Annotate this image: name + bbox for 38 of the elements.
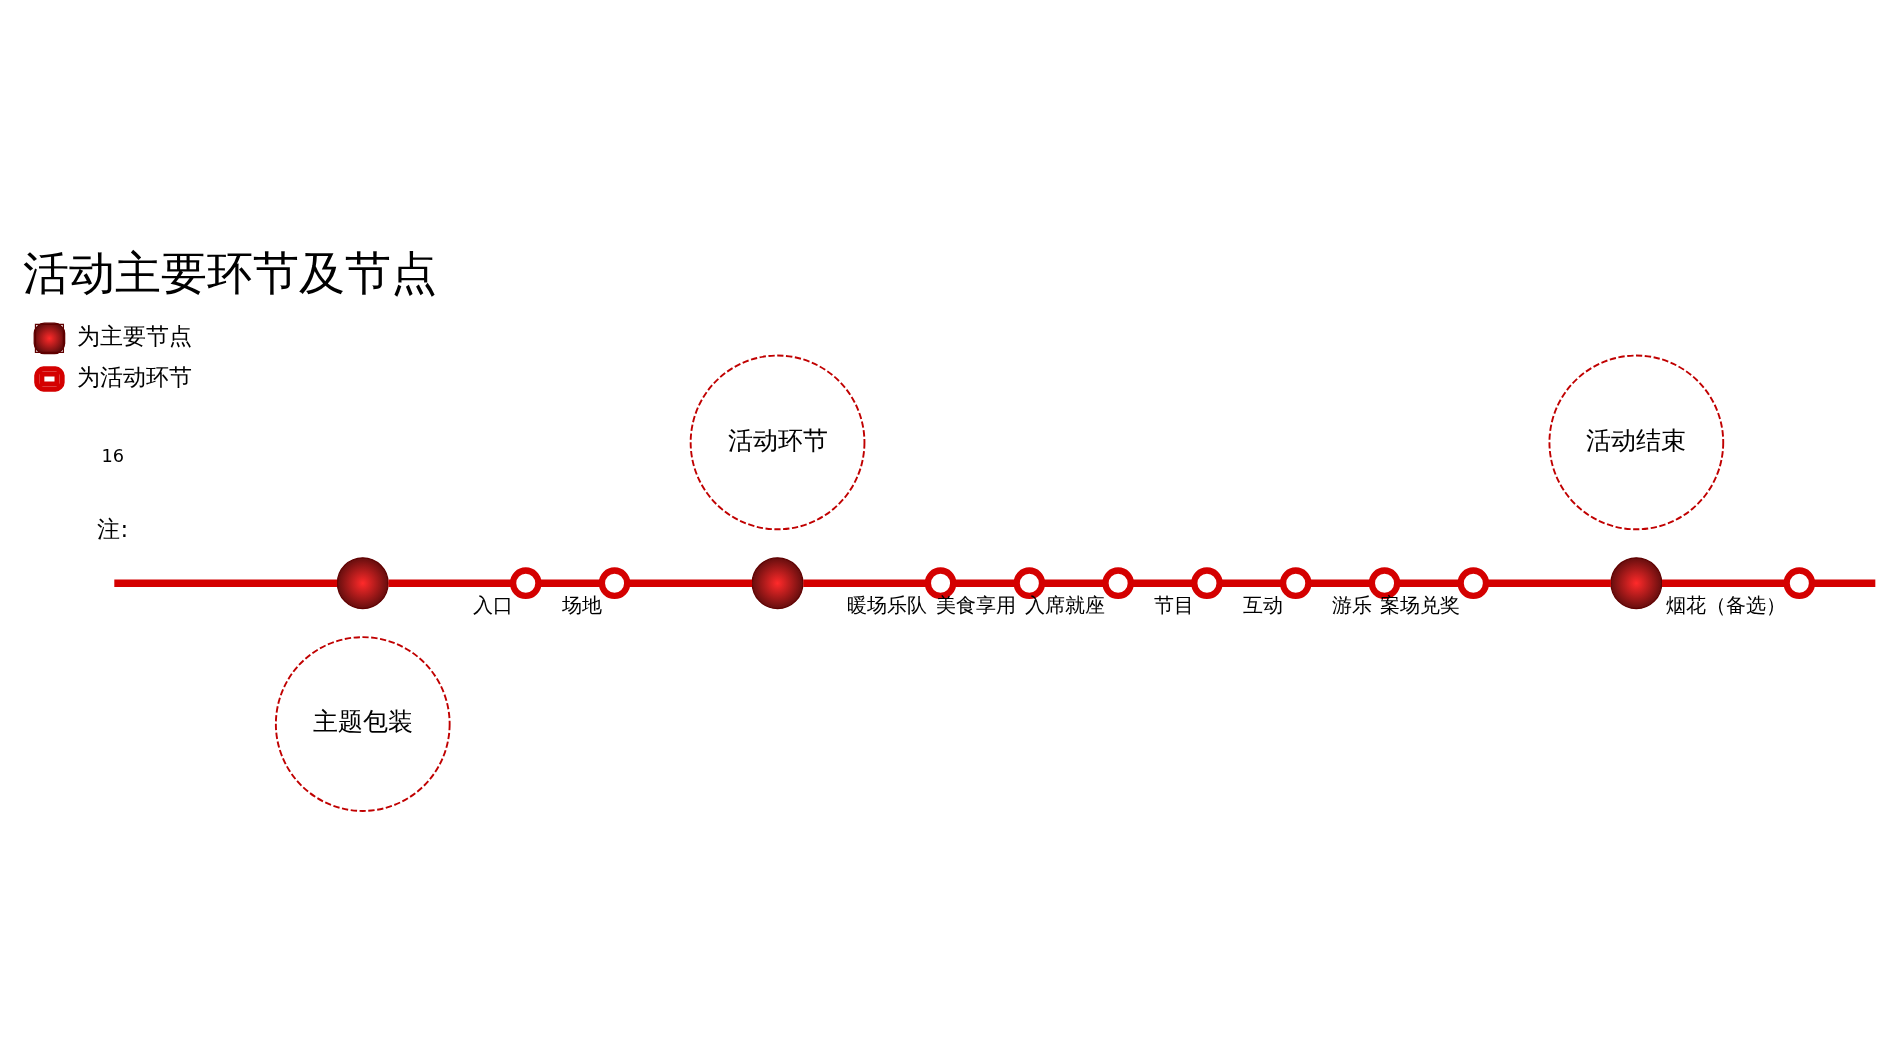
node-label: 美食享用 bbox=[936, 593, 1017, 618]
connector bbox=[1131, 579, 1195, 588]
connector bbox=[388, 579, 513, 588]
node-label: 游乐 bbox=[1331, 593, 1372, 618]
node-circle bbox=[751, 557, 804, 610]
node-label: 案场兑奖 bbox=[1380, 593, 1461, 618]
node-label: 场地 bbox=[561, 593, 602, 618]
node-label: 互动 bbox=[1242, 593, 1283, 618]
node-circle bbox=[509, 567, 542, 600]
node-circle bbox=[1457, 567, 1490, 600]
legend-label: 为活动环节 bbox=[77, 363, 193, 390]
label: 16 bbox=[101, 446, 125, 467]
node-circle bbox=[1610, 557, 1663, 610]
connector bbox=[953, 579, 1017, 588]
connector bbox=[1486, 579, 1611, 588]
node-circle bbox=[336, 557, 389, 610]
node-label: 节目 bbox=[1153, 593, 1194, 618]
label: 注: bbox=[97, 515, 129, 542]
connector bbox=[1308, 579, 1372, 588]
connector bbox=[1397, 579, 1461, 588]
node-label: 烟花（备选） bbox=[1666, 593, 1787, 618]
connector bbox=[627, 579, 753, 588]
connector bbox=[1219, 579, 1283, 588]
node-circle bbox=[1783, 567, 1816, 600]
diagram-title: 活动主要环节及节点 bbox=[22, 246, 437, 300]
node-label: 暖场乐队 bbox=[847, 593, 928, 618]
node-circle: 活动环节 bbox=[689, 354, 866, 531]
node-label: 入口 bbox=[472, 593, 513, 618]
node-label: 入席就座 bbox=[1024, 593, 1105, 618]
connector bbox=[1042, 579, 1106, 588]
node-circle: 主题包装 bbox=[274, 636, 451, 812]
connector bbox=[1661, 579, 1787, 588]
connector bbox=[803, 579, 928, 588]
legend-label: 为主要节点 bbox=[77, 322, 193, 349]
connector bbox=[538, 579, 602, 588]
node-circle bbox=[1191, 567, 1223, 600]
node-circle: 活动结束 bbox=[1548, 354, 1725, 531]
node-circle bbox=[1102, 567, 1134, 600]
